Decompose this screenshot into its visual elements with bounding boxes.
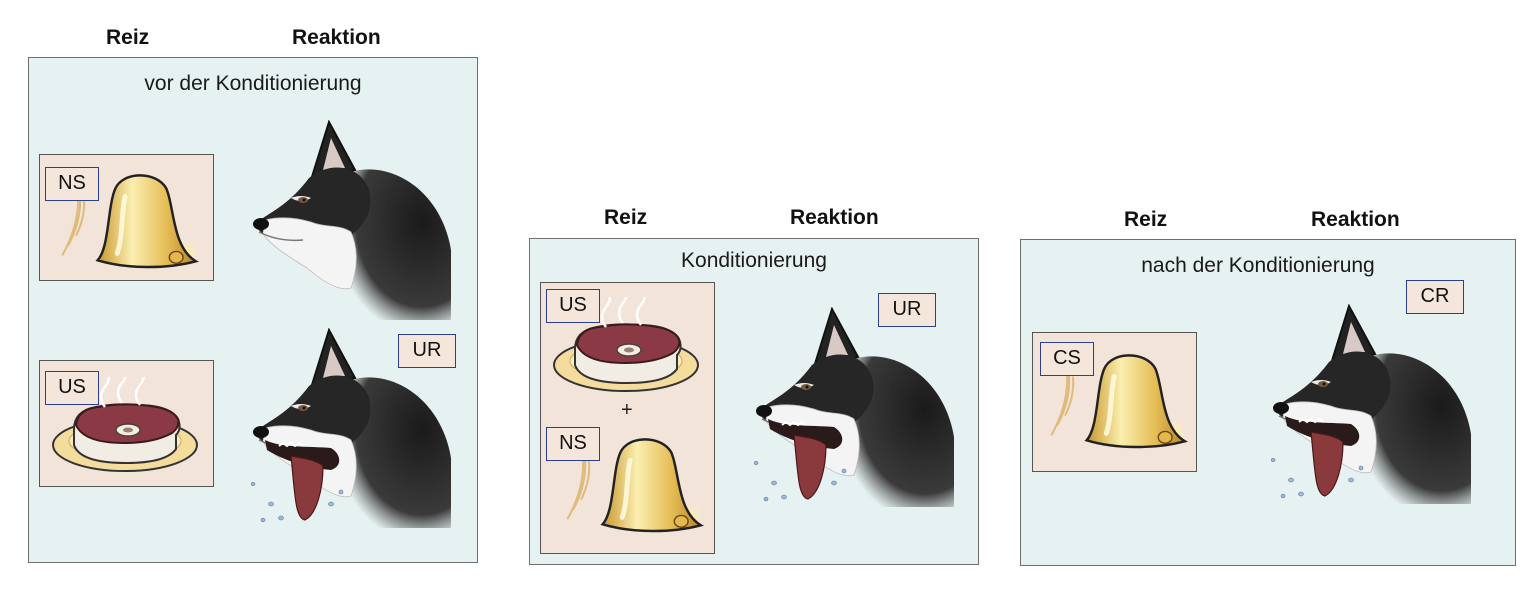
stimulus-header: Reiz: [1124, 208, 1168, 231]
label-ur: UR: [398, 334, 456, 368]
label-cs: CS: [1040, 342, 1094, 376]
stimulus-box-paired: US + NS: [540, 282, 715, 554]
label-us: US: [546, 289, 600, 323]
husky-dog-head-icon: [251, 120, 451, 320]
stage-panel-conditioning: Konditionierung US + NS UR: [529, 238, 979, 565]
panel-title: Konditionierung: [681, 249, 827, 272]
panel-title: vor der Konditionierung: [144, 72, 362, 95]
panel-title: nach der Konditionierung: [1141, 254, 1375, 277]
stimulus-box-neutral: NS: [39, 154, 214, 281]
label-cr: CR: [1406, 280, 1464, 314]
stage-panel-before-conditioning: vor der Konditionierung NS US UR: [28, 57, 478, 563]
stimulus-header: Reiz: [106, 26, 150, 49]
label-ns: NS: [45, 167, 99, 201]
saliva-drops-icon: [1271, 304, 1471, 504]
label-us: US: [45, 371, 99, 405]
stimulus-box-conditioned: CS: [1032, 332, 1197, 472]
label-ur: UR: [878, 293, 936, 327]
stimulus-box-unconditioned: US: [39, 360, 214, 487]
response-header: Reaktion: [790, 206, 879, 229]
pairing-plus: +: [621, 399, 633, 421]
saliva-drops-icon: [754, 307, 954, 507]
label-ns: NS: [546, 427, 600, 461]
response-header: Reaktion: [1311, 208, 1400, 231]
response-header: Reaktion: [292, 26, 381, 49]
stage-panel-after-conditioning: nach der Konditionierung CS CR: [1020, 239, 1516, 566]
stimulus-header: Reiz: [604, 206, 648, 229]
